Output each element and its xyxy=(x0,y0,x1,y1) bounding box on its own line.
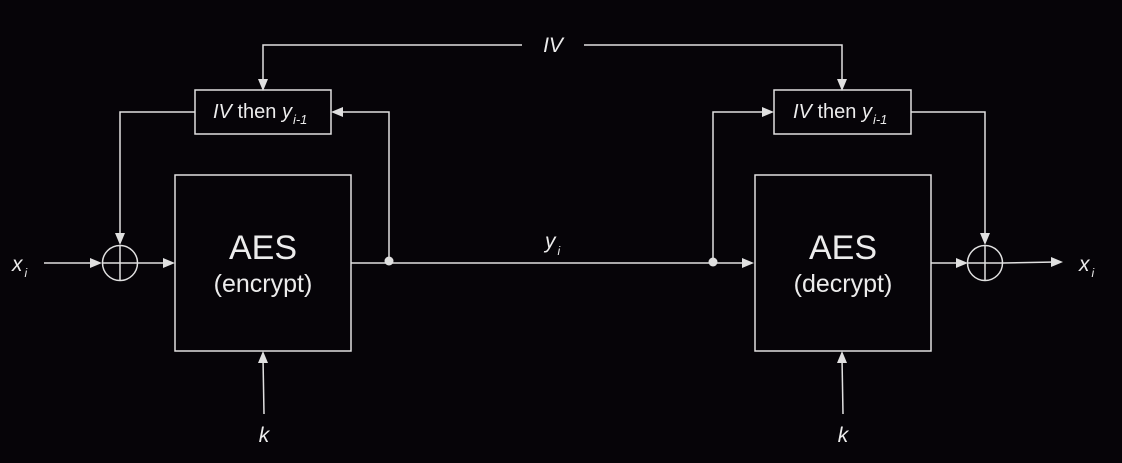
output-arrow xyxy=(1002,257,1063,267)
key-arrow-left xyxy=(258,351,268,415)
ciphertext-to-register-left xyxy=(331,107,390,261)
iv-label: IV xyxy=(543,34,565,57)
aes-decrypt-mode: (decrypt) xyxy=(794,270,893,298)
ciphertext-line xyxy=(351,256,754,268)
ciphertext-to-register-right xyxy=(712,107,774,261)
decrypt-to-xor-arrow xyxy=(931,258,968,268)
key-arrow-right xyxy=(837,351,847,415)
xor-right xyxy=(966,244,1004,282)
register-to-xor-right xyxy=(911,111,990,245)
aes-decrypt-name: AES xyxy=(809,229,877,267)
register-label-right: IV then yi-1 xyxy=(793,101,887,127)
key-label-left: k xyxy=(259,424,271,447)
xor-to-encrypt-arrow xyxy=(138,258,175,268)
iv-feed-line xyxy=(258,44,847,91)
input-arrow xyxy=(44,258,102,268)
aes-encrypt-mode: (encrypt) xyxy=(214,270,313,298)
key-label-right: k xyxy=(838,424,850,447)
register-label-left: IV then yi-1 xyxy=(213,101,307,127)
register-to-xor-left xyxy=(115,111,195,245)
aes-encrypt-name: AES xyxy=(229,229,297,267)
xor-left xyxy=(101,244,139,282)
